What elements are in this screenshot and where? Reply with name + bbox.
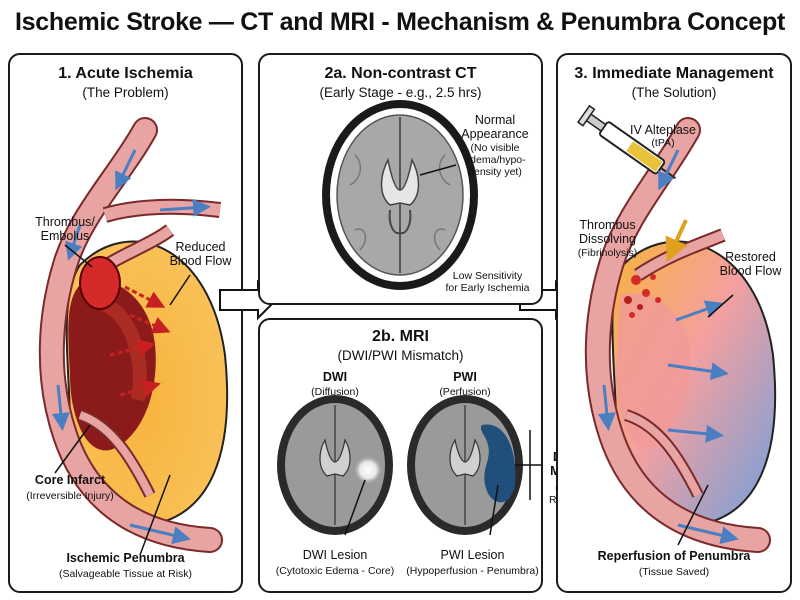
flow-arrow [129, 523, 191, 544]
panel3-heading: 3. Immediate Management [574, 65, 774, 82]
core-infarct-label: Core Infarct [34, 473, 106, 487]
panel-noncontrast-ct: 2a. Non-contrast CT (Early Stage - e.g.,… [258, 53, 543, 305]
thrombus-fragments [624, 274, 661, 318]
ct-brain-illustration [322, 100, 478, 290]
reduced-flow-arrow [129, 313, 171, 334]
management-illustration [576, 104, 777, 553]
thrombus-label: Thrombus/Embolus [35, 215, 95, 244]
flow-arrow [667, 362, 729, 381]
panel-mri: 2b. MRI (DWI/PWI Mismatch) DWI (Diffusio… [258, 318, 543, 593]
syringe-icon [576, 104, 677, 180]
normal-appearance-label: Normal Appearance (No visible edema/hypo… [461, 113, 529, 178]
dwi-lesion [354, 456, 382, 484]
thrombus-clot [79, 256, 121, 310]
flow-arrow [51, 384, 70, 431]
page-title: Ischemic Stroke — CT and MRI - Mechanism… [15, 8, 785, 36]
pwi-lesion-label: PWI Lesion [440, 548, 505, 562]
dwi-lesion-label: DWI Lesion [302, 548, 368, 562]
flow-arrow [658, 149, 680, 191]
core-infarct-sub: (Irreversible Injury) [26, 490, 114, 502]
panel3-subheading: (The Solution) [631, 85, 717, 100]
mri-illustration [277, 395, 541, 536]
penumbra-sub: (Salvageable Tissue at Risk) [58, 568, 193, 580]
panel2a-subheading: (Early Stage - e.g., 2.5 hrs) [319, 85, 482, 100]
dwi-label: DWI [322, 370, 348, 384]
flow-arrow [597, 384, 616, 431]
panel2b-heading: 2b. MRI [372, 328, 429, 345]
tpa-flow-arrow [665, 219, 688, 263]
pwi-label: PWI [453, 370, 477, 384]
pwi-lesion-sub: (Hypoperfusion - Penumbra) [406, 565, 539, 577]
thrombus-dissolving-label: Thrombus Dissolving (Fibrinolysis) [577, 218, 638, 259]
ct-ventricles [380, 157, 420, 206]
reduced-flow-arrow [109, 339, 156, 357]
flow-arrow [675, 300, 724, 322]
reperfusion-label: Reperfusion of Penumbra [597, 549, 751, 563]
penumbra-label: Ischemic Penumbra [66, 551, 185, 565]
reduced-flow-arrow [124, 285, 166, 308]
reduced-flow-arrow [119, 379, 161, 397]
panel2b-subheading: (DWI/PWI Mismatch) [337, 348, 464, 363]
panel-acute-ischemia: 1. Acute Ischemia (The Problem) Thrombus… [8, 53, 243, 593]
panel1-subheading: (The Problem) [82, 85, 169, 100]
pwi-lesion [480, 424, 516, 503]
core-infarct-region [68, 280, 156, 451]
dwi-sub: (Diffusion) [311, 386, 359, 398]
flow-arrow [159, 198, 211, 217]
flow-arrow [115, 149, 137, 191]
flow-arrow [667, 424, 724, 443]
dwi-lesion-sub: (Cytotoxic Edema - Core) [275, 565, 395, 577]
pwi-sub: (Perfusion) [439, 386, 491, 398]
panel1-heading: 1. Acute Ischemia [58, 65, 193, 82]
acute-ischemia-illustration [38, 117, 229, 556]
reperfusion-sub: (Tissue Saved) [638, 566, 710, 578]
alteplase-label: IV Alteplase(tPA) [629, 123, 696, 150]
panel2a-heading: 2a. Non-contrast CT [324, 65, 477, 82]
panel-immediate-management: 3. Immediate Management (The Solution) I… [556, 53, 792, 593]
